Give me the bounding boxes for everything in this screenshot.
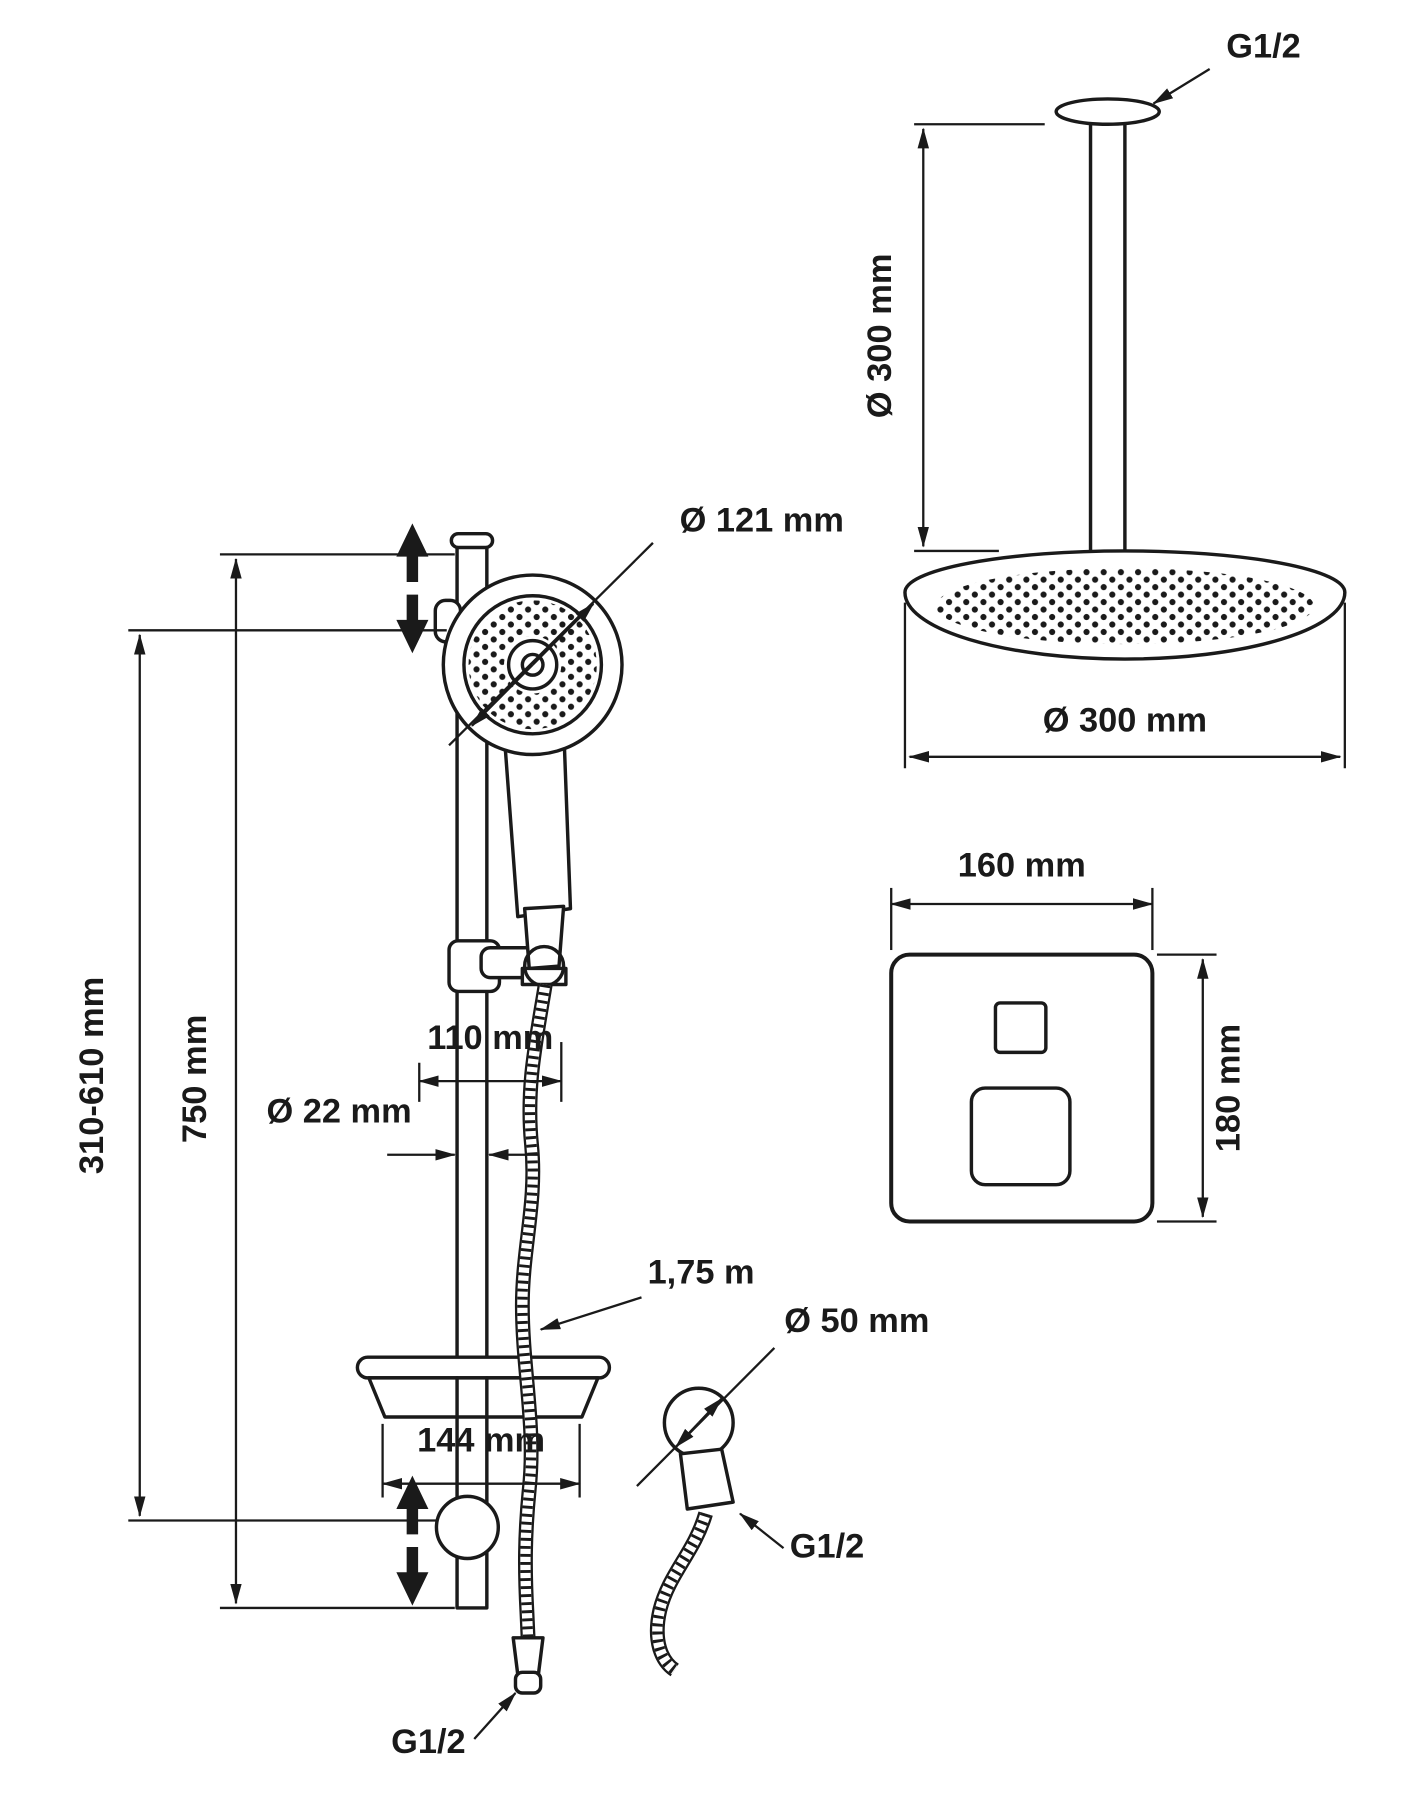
- dim-label: Ø 300 mm: [861, 253, 899, 418]
- head-center-dot: [520, 652, 545, 677]
- outlet-hose: [657, 1514, 705, 1670]
- ceiling-arm-pipe: [1088, 109, 1127, 560]
- thermostatic-mixer: [889, 952, 1155, 1224]
- dim-label: Ø 50 mm: [784, 1302, 929, 1340]
- dim-hose-length: 1,75 m: [539, 1254, 755, 1331]
- dim-overhead-diameter: Ø 300 mm: [903, 602, 1346, 769]
- diameter-arrow: [697, 1397, 723, 1424]
- dim-bracket-offset: 110 mm: [418, 1019, 563, 1102]
- dim-label: 180 mm: [1210, 1024, 1248, 1152]
- leader-line: [1152, 68, 1211, 105]
- dim-mixer-width: 160 mm: [890, 846, 1154, 951]
- dim-label: G1/2: [391, 1723, 465, 1761]
- overhead-nozzle-dots: [935, 568, 1314, 645]
- arrow-up-icon: [396, 523, 429, 582]
- diameter-arrow: [471, 663, 534, 727]
- diameter-arrow: [675, 1421, 700, 1448]
- ceiling-shower: [903, 97, 1347, 661]
- shower-hose: [522, 985, 545, 1638]
- holder-cone: [678, 1447, 735, 1511]
- soap-dish: [355, 1355, 612, 1419]
- dim-label: Ø 121 mm: [680, 501, 844, 539]
- dim-mixer-height: 180 mm: [1156, 953, 1248, 1223]
- dim-label: G1/2: [790, 1527, 864, 1565]
- lower-slider-knob: [434, 1494, 501, 1561]
- dim-label: G1/2: [1226, 27, 1300, 65]
- dim-bar-adjust-range: 310-610 mm: [73, 629, 447, 1522]
- dim-ceiling-arm: Ø 300 mm: [861, 123, 1045, 553]
- hose-end-cap: [513, 1670, 543, 1695]
- hose-end-fitting: [511, 1636, 545, 1677]
- dim-bar-length: 750 mm: [176, 553, 455, 1610]
- dim-label: 310-610 mm: [73, 977, 111, 1175]
- soap-dish-tray: [367, 1376, 600, 1419]
- diameter-arrow: [531, 603, 595, 666]
- leader-line: [539, 1296, 642, 1331]
- mixer-button-large: [969, 1086, 1072, 1187]
- dim-label: 750 mm: [176, 1015, 214, 1143]
- dim-label: 144 mm: [417, 1421, 545, 1459]
- dim-label: 1,75 m: [648, 1254, 755, 1292]
- hand-shower-connector: [522, 904, 566, 971]
- dim-label: 110 mm: [427, 1019, 553, 1057]
- arrow-up-icon: [396, 1475, 429, 1535]
- arrow-down-icon: [396, 1546, 429, 1606]
- dim-label: Ø 300 mm: [1043, 701, 1207, 739]
- soap-dish-rim: [355, 1355, 612, 1380]
- leader-line: [473, 1692, 517, 1740]
- dim-handshower-diameter: Ø 121 mm: [448, 501, 844, 747]
- dim-hose-thread: G1/2: [391, 1692, 517, 1761]
- dim-outlet-thread: G1/2: [739, 1512, 864, 1565]
- dim-ceiling-thread: G1/2: [1152, 27, 1301, 105]
- wall-outlet-holder: [657, 1386, 735, 1670]
- mixer-button-small: [993, 1001, 1048, 1055]
- slide-movement-arrows: [396, 523, 429, 1606]
- head-inner-rim: [462, 594, 604, 736]
- leader-line: [739, 1512, 785, 1550]
- slide-bar-top-cap: [449, 531, 495, 550]
- dim-label: 160 mm: [958, 846, 1086, 884]
- ceiling-flange: [1054, 97, 1161, 126]
- dim-soap-dish-width: 144 mm: [381, 1421, 581, 1498]
- arrow-down-icon: [396, 594, 429, 654]
- dim-bar-diameter: Ø 22 mm: [267, 1092, 539, 1161]
- dim-holder-diameter: Ø 50 mm: [636, 1302, 929, 1487]
- dim-label: Ø 22 mm: [267, 1092, 412, 1130]
